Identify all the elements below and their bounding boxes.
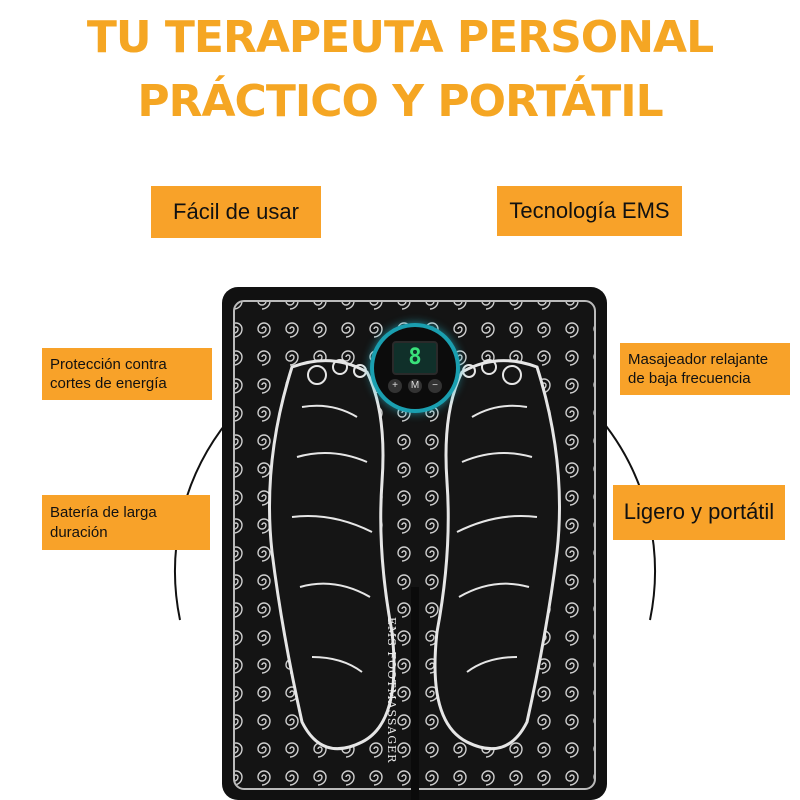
feature-easy-use-label: Fácil de usar	[173, 198, 299, 224]
feature-light-portable: Ligero y portátil	[613, 485, 785, 540]
feature-power-protection: Protección contra cortes de energía	[42, 348, 212, 400]
feature-battery: Batería de larga duración	[42, 495, 210, 550]
brand-text: EMS FOOTMASSAGER	[385, 617, 398, 764]
headline-line-2: PRÁCTICO Y PORTÁTIL	[137, 76, 663, 127]
toe-circles	[307, 359, 522, 385]
foot-massager-mat: EMS FOOTMASSAGER 8 + M −	[222, 287, 607, 800]
plus-button[interactable]: +	[388, 379, 402, 393]
feature-ems-tech: Tecnología EMS	[497, 186, 682, 236]
feature-low-frequency-label: Masajeador relajante de baja frecuencia	[628, 350, 769, 388]
feature-low-frequency: Masajeador relajante de baja frecuencia	[620, 343, 790, 395]
mode-button[interactable]: M	[408, 379, 422, 393]
mat-pattern	[233, 300, 596, 790]
minus-button[interactable]: −	[428, 379, 442, 393]
feature-easy-use: Fácil de usar	[151, 186, 321, 238]
feature-power-protection-label: Protección contra cortes de energía	[50, 355, 167, 393]
feature-light-portable-label: Ligero y portátil	[623, 499, 775, 525]
feature-battery-label: Batería de larga duración	[50, 504, 157, 541]
control-panel: 8 + M −	[374, 327, 456, 409]
center-seam	[411, 587, 419, 800]
left-foot-outline	[268, 359, 396, 751]
headline-line-1: TU TERAPEUTA PERSONAL	[86, 12, 714, 63]
led-display: 8	[392, 341, 438, 375]
feature-ems-tech-label: Tecnología EMS	[509, 197, 670, 223]
right-foot-outline	[433, 359, 561, 751]
